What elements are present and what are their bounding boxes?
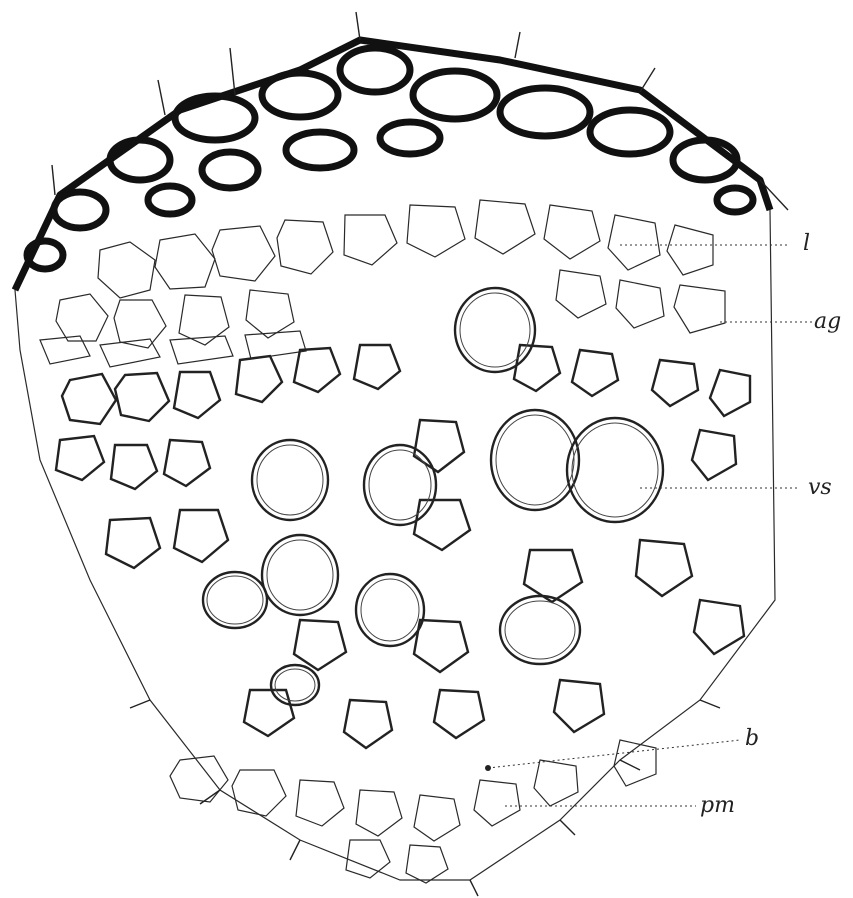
- vascular-cells: [56, 345, 750, 748]
- point-b: [485, 765, 491, 771]
- label-pm: pm: [700, 793, 735, 818]
- label-l: l: [803, 231, 810, 256]
- parenchyma-cells: [40, 200, 725, 367]
- pith-cells: [170, 740, 656, 883]
- figure-labels: l ag vs b pm: [700, 231, 841, 818]
- cork-layer: [15, 40, 770, 290]
- label-ag: ag: [814, 309, 841, 334]
- outline-spikes: [130, 700, 720, 896]
- label-vs: vs: [808, 475, 832, 500]
- label-b: b: [745, 726, 759, 751]
